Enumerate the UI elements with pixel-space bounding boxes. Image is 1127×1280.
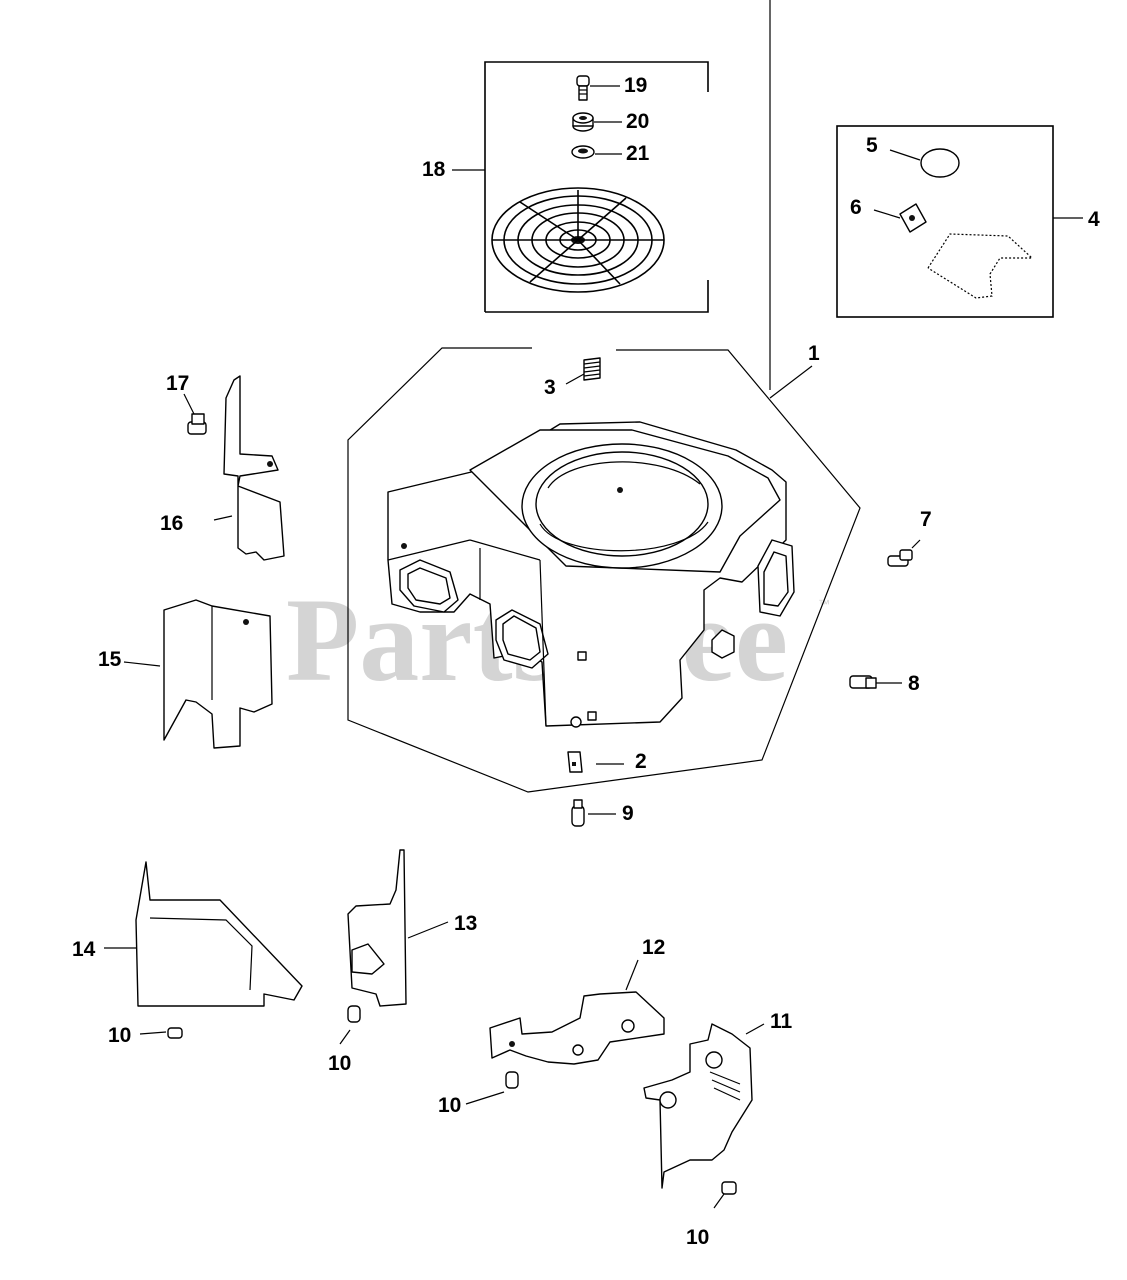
callout-12: 12	[642, 936, 665, 959]
spacer-20[interactable]	[572, 112, 622, 132]
screw-10d[interactable]	[713, 1181, 737, 1209]
callout-8: 8	[908, 672, 920, 695]
shroud-outline	[347, 0, 861, 793]
callout-16: 16	[160, 512, 183, 535]
callout-11: 11	[770, 1010, 793, 1033]
callout-10: 10	[328, 1052, 351, 1075]
bracket-12[interactable]	[489, 959, 665, 1065]
baffle-15[interactable]	[123, 599, 273, 749]
callout-14: 14	[72, 938, 96, 961]
clip-2[interactable]	[567, 751, 624, 773]
callout-20: 20	[626, 110, 649, 133]
screw-19[interactable]	[576, 75, 620, 101]
callout-9: 9	[622, 802, 634, 825]
clip-6[interactable]	[873, 203, 927, 233]
screw-10b[interactable]	[339, 1005, 361, 1045]
plug-5[interactable]	[889, 148, 960, 178]
washer-21[interactable]	[571, 145, 622, 159]
callout-17: 17	[166, 372, 189, 395]
fan-screen-18[interactable]	[491, 187, 665, 293]
callout-10: 10	[438, 1094, 461, 1117]
screw-8[interactable]	[849, 675, 902, 689]
callout-6: 6	[850, 196, 862, 219]
baffle-13[interactable]	[347, 849, 449, 1007]
callout-21: 21	[626, 142, 650, 165]
screw-10a[interactable]	[139, 1027, 183, 1039]
callout-7: 7	[920, 508, 932, 531]
screw-9[interactable]	[571, 799, 616, 827]
spring-3[interactable]	[565, 357, 601, 385]
callout-18: 18	[422, 158, 446, 181]
callout-10: 10	[686, 1226, 709, 1249]
kit-18-box	[452, 61, 709, 313]
baffle-11[interactable]	[643, 1023, 765, 1189]
callout-2: 2	[635, 750, 647, 773]
callout-5: 5	[866, 134, 878, 157]
callout-3: 3	[544, 376, 556, 399]
seal-4[interactable]	[927, 233, 1034, 299]
callout-1: 1	[808, 342, 820, 365]
screw-17[interactable]	[183, 393, 207, 435]
kit-4-box	[836, 125, 1083, 318]
callout-13: 13	[454, 912, 477, 935]
callout-19: 19	[624, 74, 647, 97]
screw-7[interactable]	[887, 539, 921, 567]
baffle-16[interactable]	[213, 375, 285, 561]
screw-10c[interactable]	[465, 1071, 519, 1105]
blower-housing-1[interactable]	[387, 421, 795, 728]
baffle-14[interactable]	[104, 861, 303, 1007]
callout-15: 15	[98, 648, 122, 671]
callout-4: 4	[1088, 208, 1100, 231]
callout-10: 10	[108, 1024, 131, 1047]
